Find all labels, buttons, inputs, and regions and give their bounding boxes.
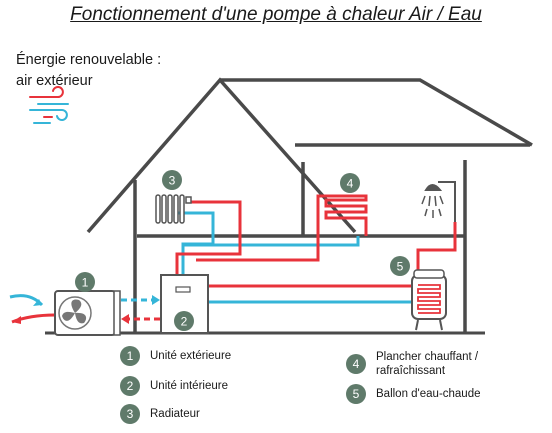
svg-text:4: 4 bbox=[347, 177, 354, 191]
shower-icon bbox=[421, 181, 456, 222]
energy-caption-line1: Énergie renouvelable : bbox=[16, 52, 162, 68]
legend-label: Unité intérieure bbox=[150, 380, 228, 392]
legend-badge: 3 bbox=[120, 404, 140, 424]
legend-label: Ballon d'eau-chaude bbox=[376, 388, 481, 400]
legend-badge: 5 bbox=[346, 384, 366, 404]
legend-badge: 2 bbox=[120, 376, 140, 396]
arrow-heads bbox=[12, 295, 160, 324]
badge-3: 3 bbox=[162, 170, 182, 190]
fan-icon bbox=[58, 296, 92, 330]
badge-1: 1 bbox=[75, 272, 95, 292]
badge-2: 2 bbox=[174, 311, 194, 331]
svg-text:3: 3 bbox=[169, 174, 176, 188]
diagram-title: Fonctionnement d'une pompe à chaleur Air… bbox=[70, 4, 482, 25]
badge-4: 4 bbox=[340, 173, 360, 193]
energy-caption-line2: air extérieur bbox=[16, 73, 93, 89]
legend-label-line1: Plancher chauffant / bbox=[376, 351, 479, 363]
hot-water-tank-icon bbox=[411, 269, 447, 331]
house-outline bbox=[86, 77, 533, 333]
legend-item-2: 2 Unité intérieure bbox=[120, 376, 228, 396]
radiator-icon bbox=[155, 194, 192, 224]
svg-text:2: 2 bbox=[181, 315, 188, 329]
legend-label: Unité extérieure bbox=[150, 350, 232, 362]
legend-label-line2: rafraîchissant bbox=[376, 365, 446, 377]
legend-label: Radiateur bbox=[150, 408, 200, 420]
legend-item-4: 4 Plancher chauffant / rafraîchissant bbox=[346, 350, 478, 378]
svg-text:1: 1 bbox=[82, 276, 89, 290]
energy-caption: Énergie renouvelable : air extérieur bbox=[16, 50, 161, 92]
wind-icon bbox=[29, 86, 69, 124]
legend-item-3: 3 Radiateur bbox=[120, 404, 200, 424]
svg-text:5: 5 bbox=[397, 260, 404, 274]
hot-pipes bbox=[11, 194, 457, 324]
legend-item-5: 5 Ballon d'eau-chaude bbox=[346, 384, 481, 404]
legend-item-1: 1 Unité extérieure bbox=[120, 346, 231, 366]
legend-badge: 1 bbox=[120, 346, 140, 366]
outdoor-unit bbox=[54, 290, 121, 336]
legend-badge: 4 bbox=[346, 354, 366, 374]
legend-label: Plancher chauffant / rafraîchissant bbox=[376, 350, 478, 378]
badge-5: 5 bbox=[390, 256, 410, 276]
